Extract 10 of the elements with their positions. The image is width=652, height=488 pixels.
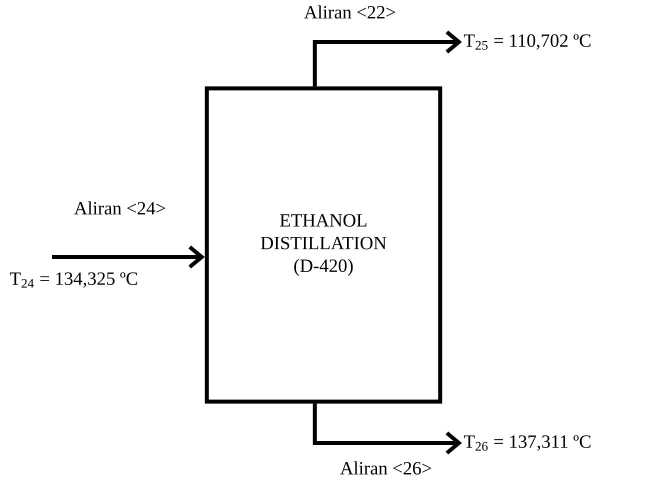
temperature-label: T$_{24}$ = 134,325 ºC — [10, 272, 138, 288]
arrow — [312, 404, 462, 455]
edge-label: Aliran <24> — [74, 201, 166, 215]
arrow — [52, 245, 205, 269]
arrow — [312, 30, 462, 86]
edge-label: Aliran <26> — [340, 461, 432, 475]
temperature-label: T$_{25}$ = 110,702 ºC — [464, 34, 590, 50]
distillation-column-box: ETHANOL DISTILLATION (D-420) — [204, 86, 442, 404]
temperature-label: T$_{26}$ = 137,311 ºC — [464, 435, 590, 451]
edge-label: Aliran <22> — [304, 5, 396, 19]
